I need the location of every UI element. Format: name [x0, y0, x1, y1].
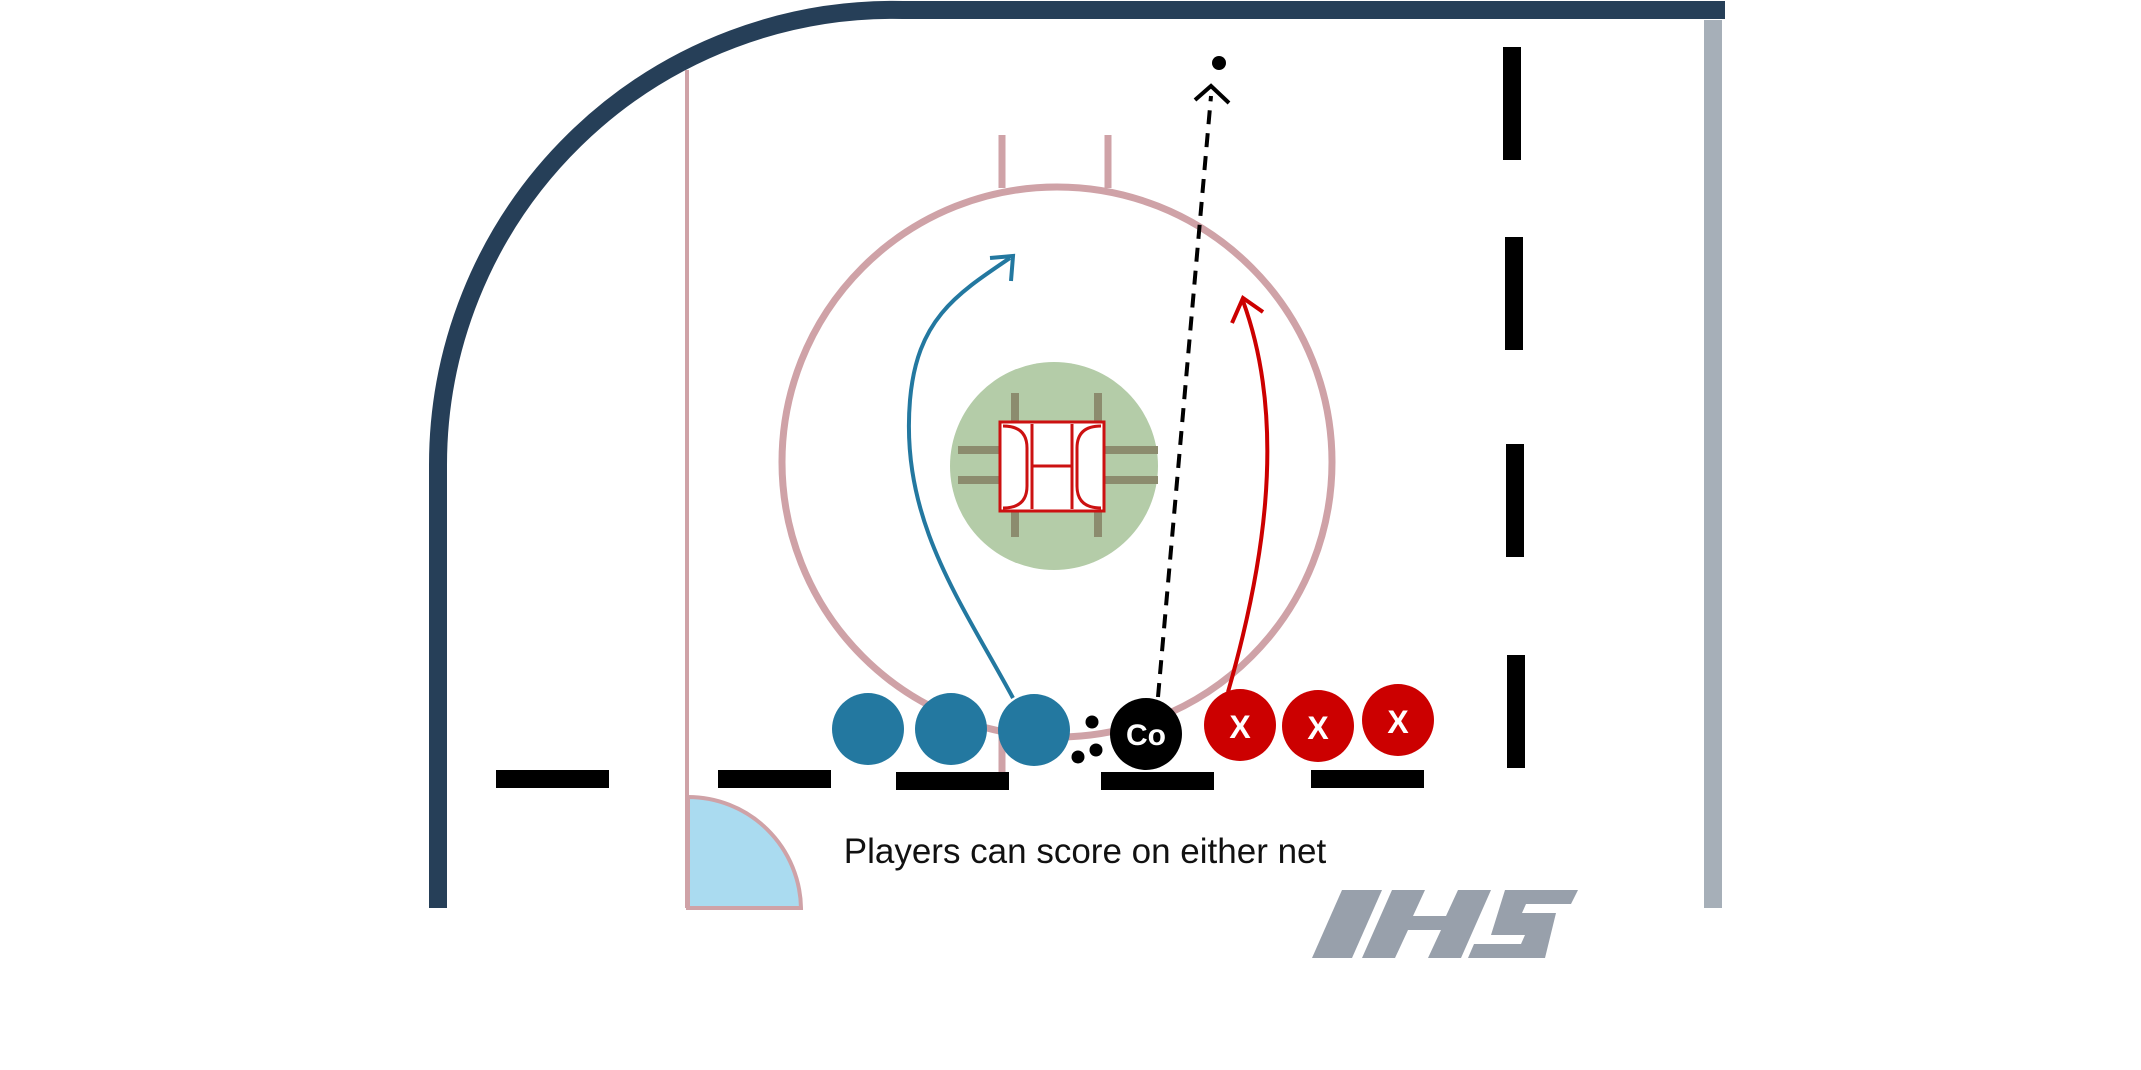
red-player: X: [1362, 684, 1434, 756]
goal-crease: [686, 794, 804, 910]
pass-arrowhead: [1193, 83, 1231, 105]
blue-player: [915, 693, 987, 765]
red-skate-path-arrow: [1226, 300, 1270, 693]
zone-line-dashed: [1503, 47, 1525, 768]
opponent-label: X: [1229, 709, 1251, 745]
coach-marker: Co: [1110, 698, 1182, 770]
blue-player: [998, 694, 1070, 766]
blue-arrowhead: [989, 253, 1016, 282]
pass-path-arrow: [1156, 95, 1213, 698]
opponent-label: X: [1387, 704, 1409, 740]
drill-caption: Players can score on either net: [844, 832, 1327, 871]
red-player: X: [1282, 690, 1354, 762]
red-player: X: [1204, 689, 1276, 761]
puck-icon: [1085, 715, 1099, 729]
coach-label: Co: [1126, 719, 1166, 752]
blue-player: [832, 693, 904, 765]
blue-skate-path-arrow: [906, 256, 1015, 699]
puck-icon: [1212, 56, 1226, 70]
puck-icon: [1089, 743, 1103, 757]
hockey-net-icon: [998, 420, 1106, 513]
puck-icon: [1071, 750, 1085, 764]
ihs-logo: [1312, 890, 1578, 958]
red-arrowhead: [1230, 294, 1265, 324]
opponent-label: X: [1307, 710, 1329, 746]
rink-boards: [429, 0, 1725, 908]
bench-line-dashed: [496, 770, 1424, 790]
